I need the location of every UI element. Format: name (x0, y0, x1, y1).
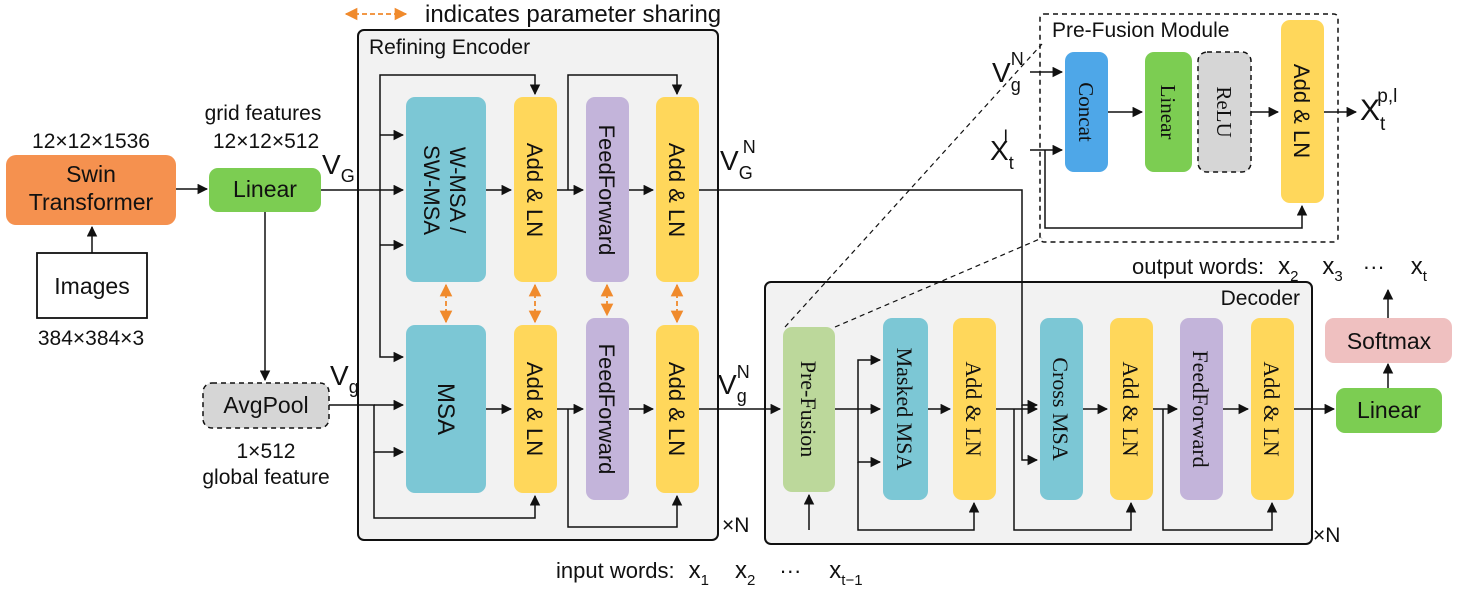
addln-block-enc-top-2 (656, 97, 699, 282)
addln-block-enc-bot-2 (656, 325, 699, 493)
images-label: Images (54, 273, 129, 299)
prefusion-linear-block (1145, 52, 1192, 172)
swin-label-line1: Swin (66, 161, 116, 187)
decoder-connections (803, 288, 1394, 531)
wmsa-label: W-MSA /SW-MSA (419, 145, 470, 235)
global-dims: 1×512 (237, 440, 296, 463)
addln-block-dec-3 (1251, 318, 1294, 500)
cross-msa-block (1040, 318, 1083, 500)
softmax-block (1325, 318, 1452, 363)
legend-text: indicates parameter sharing (425, 1, 721, 28)
decoder-times-n: ×N (1313, 524, 1340, 547)
feedforward-block-enc-bot (586, 318, 629, 500)
encoder-connections (321, 74, 1039, 528)
global-feature-label: global feature (202, 466, 329, 489)
feedforward-label: FeedForward (594, 125, 619, 256)
msa-block (406, 325, 486, 493)
output-linear-label: Linear (1357, 397, 1421, 423)
output-linear-block (1336, 388, 1442, 433)
encoder-times-n: ×N (722, 514, 749, 537)
encoder-output-vg: VgN (718, 362, 750, 406)
addln-label: Add & LN (1118, 361, 1143, 456)
feedforward-label: FeedForward (594, 344, 619, 475)
addln-label: Add & LN (522, 143, 547, 237)
prefusion-addln-block (1281, 20, 1324, 203)
decoder-title: Decoder (1221, 287, 1300, 310)
linear-projection-label: Linear (233, 176, 297, 202)
masked-msa-block (883, 318, 928, 500)
cross-msa-label: Cross MSA (1048, 357, 1073, 460)
zoom-line-left (784, 43, 1043, 328)
addln-label: Add & LN (522, 362, 547, 456)
grid-features-label: grid features (205, 102, 322, 125)
prefusion-title: Pre-Fusion Module (1052, 19, 1229, 42)
avgpool-label: AvgPool (223, 392, 308, 418)
prefusion-connections (1030, 66, 1358, 229)
feedforward-block-enc-top (586, 97, 629, 282)
softmax-label: Softmax (1347, 328, 1432, 354)
grid-features-dims: 12×12×512 (213, 130, 319, 153)
wmsa-block (406, 97, 486, 282)
encoder-title: Refining Encoder (369, 36, 530, 59)
prefusion-linear-label: Linear (1156, 85, 1180, 140)
encoder-output-vG: VGN (720, 137, 756, 183)
masked-msa-label: Masked MSA (892, 348, 917, 471)
linear-projection-block (209, 168, 321, 212)
vg-label: Vg (330, 360, 359, 397)
concat-label: Concat (1074, 82, 1098, 142)
swin-label-line2: Transformer (29, 189, 154, 215)
zoom-line-right (834, 237, 1043, 328)
decoder-prefusion-label: Pre-Fusion (796, 361, 821, 458)
addln-block-enc-top-1 (514, 97, 557, 282)
addln-label: Add & LN (664, 362, 689, 456)
msa-label: MSA (432, 383, 459, 435)
feedforward-block-dec (1180, 318, 1223, 500)
addln-block-dec-1 (953, 318, 996, 500)
addln-label: Add & LN (961, 361, 986, 456)
prefusion-addln-label: Add & LN (1289, 64, 1314, 158)
feedforward-label: FeedForward (1188, 350, 1213, 467)
prefusion-output: Xtp,l (1360, 86, 1397, 135)
addln-block-dec-2 (1110, 318, 1153, 500)
concat-block (1065, 52, 1108, 172)
swin-transformer-block (6, 155, 176, 225)
images-dims: 384×384×3 (38, 327, 144, 350)
relu-label: ReLU (1212, 86, 1236, 137)
prefusion-input-xt: Xtl (990, 127, 1014, 173)
vG-label: VG (322, 149, 355, 186)
addln-label: Add & LN (664, 143, 689, 237)
addln-label: Add & LN (1259, 361, 1284, 456)
swin-dims: 12×12×1536 (32, 130, 150, 153)
addln-block-enc-bot-1 (514, 325, 557, 493)
images-block (36, 252, 148, 319)
prefusion-input-vg: VgN (992, 49, 1024, 95)
decoder-prefusion-block (783, 327, 835, 492)
